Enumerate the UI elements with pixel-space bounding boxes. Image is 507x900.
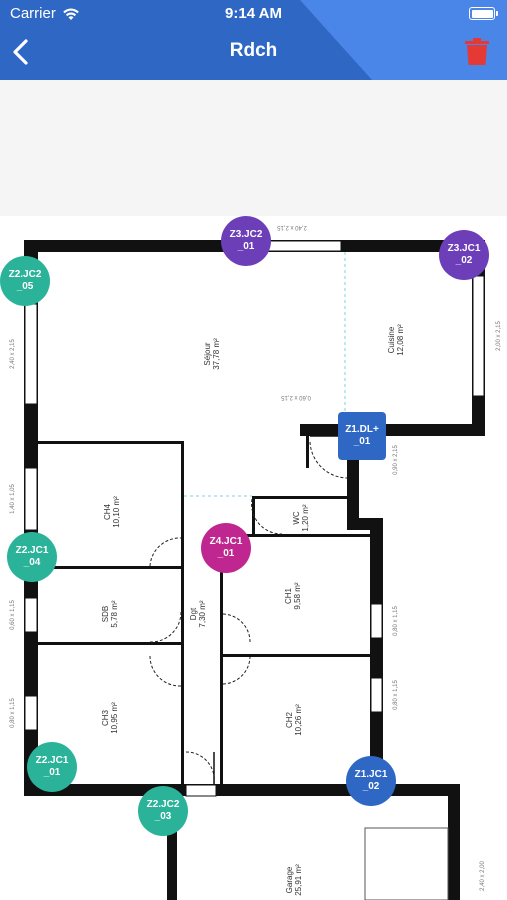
dim-sdb-window: 0,60 x 1,15 xyxy=(10,599,16,629)
dim-top-window: 2,40 x 2,15 xyxy=(276,224,306,230)
back-button[interactable] xyxy=(6,34,38,70)
marker-index: _01 xyxy=(217,548,235,559)
marker-index: _02 xyxy=(455,255,473,266)
room-area-sdb: 5,78 m² xyxy=(110,600,119,627)
marker-z2-jc2-03[interactable]: Z2.JC2 _03 xyxy=(138,786,188,836)
marker-index: _01 xyxy=(353,436,371,447)
marker-label: Z2.JC1 xyxy=(15,545,49,556)
marker-label: Z3.JC2 xyxy=(229,229,263,240)
marker-label: Z4.JC1 xyxy=(209,536,243,547)
marker-index: _01 xyxy=(43,767,61,778)
trash-icon xyxy=(465,38,489,65)
room-area-ch1: 9,58 m² xyxy=(293,582,302,609)
room-area-dgt: 7,30 m² xyxy=(198,600,207,627)
room-name-sdb: SDB xyxy=(101,606,110,622)
carrier-label: Carrier xyxy=(10,5,56,22)
floor-plan[interactable]: Séjour 37,78 m² Cuisine 12,08 m² CH4 10,… xyxy=(0,216,507,900)
marker-z2-jc1-04[interactable]: Z2.JC1 _04 xyxy=(7,532,57,582)
marker-index: _01 xyxy=(237,241,255,252)
dim-entry-door: 0,90 x 2,15 xyxy=(393,444,399,474)
marker-z2-jc2-05[interactable]: Z2.JC2 _05 xyxy=(0,256,50,306)
marker-label: Z1.JC1 xyxy=(354,769,388,780)
carrier-indicator: Carrier xyxy=(10,5,80,22)
marker-z4-jc1-01[interactable]: Z4.JC1 _01 xyxy=(201,523,251,573)
marker-index: _05 xyxy=(16,281,34,292)
dim-ch4-window: 1,40 x 1,05 xyxy=(10,483,16,513)
dim-ch3-window: 0,80 x 1,15 xyxy=(10,697,16,727)
dim-ch1-window: 0,80 x 1,15 xyxy=(393,605,399,635)
marker-label: Z1.DL+ xyxy=(345,424,379,435)
room-name-ch1: CH1 xyxy=(284,587,293,604)
marker-index: _03 xyxy=(154,811,172,822)
marker-label: Z2.JC2 xyxy=(8,269,42,280)
marker-z1-jc1-02[interactable]: Z1.JC1 _02 xyxy=(346,756,396,806)
room-name-sejour: Séjour xyxy=(203,342,212,365)
room-name-wc: WC xyxy=(292,511,301,525)
marker-z3-jc1-02[interactable]: Z3.JC1 _02 xyxy=(439,230,489,280)
room-name-garage: Garage xyxy=(285,866,294,893)
room-area-ch4: 10,10 m² xyxy=(112,496,121,528)
plan-toolbar-area xyxy=(0,80,507,216)
navigation-bar: Carrier 9:14 AM Rdch xyxy=(0,0,507,80)
marker-z1-dl-01[interactable]: Z1.DL+ _01 xyxy=(338,412,386,460)
room-name-dgt: Dgt xyxy=(189,607,198,620)
dim-right-window: 2,00 x 2,15 xyxy=(496,320,502,350)
dim-garage-door: 2,40 x 2,00 xyxy=(480,860,486,890)
marker-index: _02 xyxy=(362,781,380,792)
page-title: Rdch xyxy=(229,40,278,61)
dim-ch2-window: 0,80 x 1,15 xyxy=(393,679,399,709)
floor-plan-drawing: Séjour 37,78 m² Cuisine 12,08 m² CH4 10,… xyxy=(10,224,502,900)
status-time: 9:14 AM xyxy=(225,5,282,22)
marker-z2-jc1-01[interactable]: Z2.JC1 _01 xyxy=(27,742,77,792)
room-name-ch2: CH2 xyxy=(285,711,294,728)
battery-icon xyxy=(469,7,498,20)
room-area-cuisine: 12,08 m² xyxy=(396,324,405,356)
status-bar: Carrier 9:14 AM xyxy=(0,0,507,28)
marker-label: Z2.JC1 xyxy=(35,755,69,766)
room-area-ch3: 10,95 m² xyxy=(110,702,119,734)
chevron-left-icon xyxy=(13,39,28,65)
marker-label: Z3.JC1 xyxy=(447,243,481,254)
room-area-wc: 1,20 m² xyxy=(301,504,310,531)
delete-button[interactable] xyxy=(464,38,490,66)
dim-cuisine-door: 0,60 x 2,15 xyxy=(280,394,310,400)
room-area-garage: 25,91 m² xyxy=(294,864,303,896)
wifi-icon xyxy=(63,8,79,20)
dim-left-window: 2,40 x 2,15 xyxy=(10,338,16,368)
marker-index: _04 xyxy=(23,557,41,568)
room-name-ch3: CH3 xyxy=(101,709,110,726)
marker-label: Z2.JC2 xyxy=(146,799,180,810)
marker-z3-jc2-01[interactable]: Z3.JC2 _01 xyxy=(221,216,271,266)
room-area-sejour: 37,78 m² xyxy=(212,338,221,370)
room-name-ch4: CH4 xyxy=(103,503,112,520)
room-area-ch2: 10,26 m² xyxy=(294,704,303,736)
room-name-cuisine: Cuisine xyxy=(387,326,396,353)
